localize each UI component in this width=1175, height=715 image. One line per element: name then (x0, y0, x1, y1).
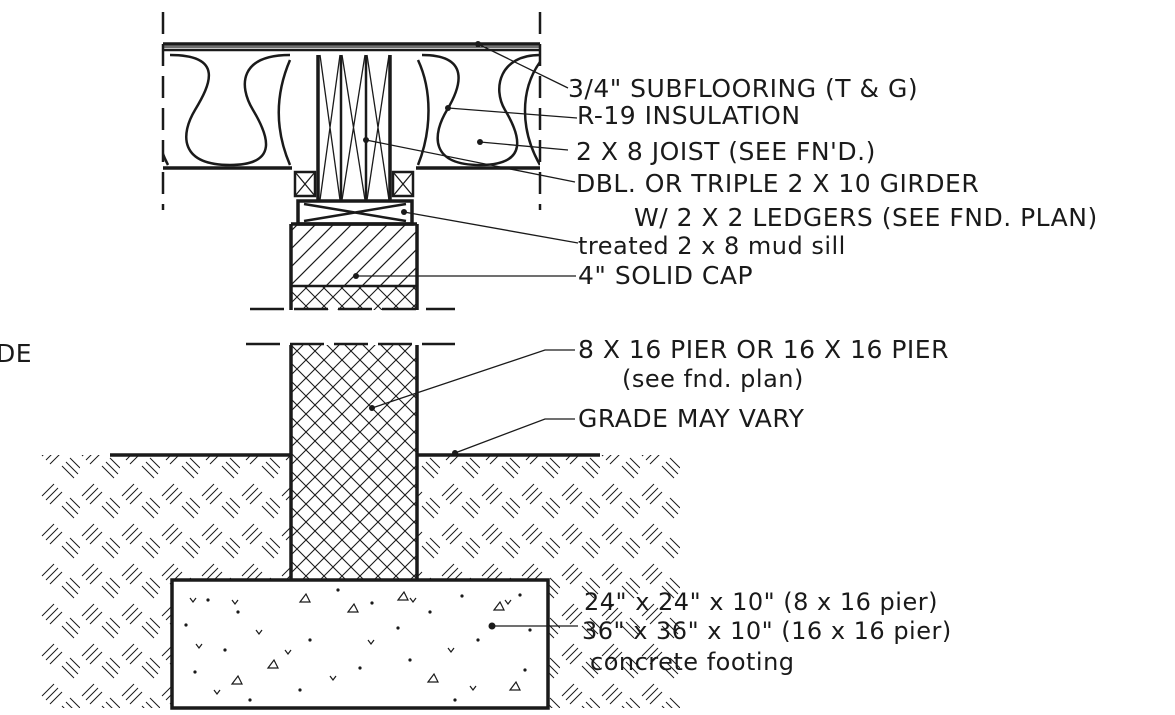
leader-subflooring (477, 43, 569, 89)
label-edge-fragment: DE (0, 339, 32, 368)
leader-lines (353, 41, 579, 630)
mud-sill (296, 199, 414, 226)
break-lines (246, 307, 455, 346)
girder (316, 54, 392, 201)
label-solid-cap: 4" SOLID CAP (578, 261, 753, 290)
label-footing-line2: 36" x 36" x 10" (16 x 16 pier) (582, 617, 952, 645)
label-joist: 2 X 8 JOIST (SEE FN'D.) (576, 137, 876, 166)
concrete-footing (170, 578, 550, 710)
label-girder-line1: DBL. OR TRIPLE 2 X 10 GIRDER (576, 169, 979, 198)
leader-grade (454, 418, 575, 454)
label-mud-sill: treated 2 x 8 mud sill (578, 232, 846, 260)
label-pier-line1: 8 X 16 PIER OR 16 X 16 PIER (578, 335, 949, 364)
pier (289, 345, 419, 580)
leader-girder (365, 139, 576, 183)
insulation-batts (163, 53, 540, 167)
leader-insulation (447, 107, 578, 119)
leader-pier (371, 349, 575, 409)
label-pier-line2: (see fnd. plan) (622, 365, 804, 393)
leader-joist (479, 141, 569, 151)
label-insulation: R-19 INSULATION (577, 101, 801, 130)
concrete-aggregate-marks (189, 590, 521, 695)
floor-system (161, 12, 542, 210)
label-subflooring: 3/4" SUBFLOORING (T & G) (568, 74, 918, 103)
solid-cap (289, 222, 419, 310)
ledger-right (391, 170, 415, 198)
callout-labels: 3/4" SUBFLOORING (T & G) R-19 INSULATION… (0, 74, 1098, 676)
label-footing-line1: 24" x 24" x 10" (8 x 16 pier) (584, 588, 938, 616)
label-girder-line2: W/ 2 X 2 LEDGERS (SEE FND. PLAN) (634, 203, 1098, 232)
label-footing-line3: concrete footing (590, 648, 795, 676)
label-grade: GRADE MAY VARY (578, 404, 805, 433)
ledger-left (293, 170, 317, 198)
leader-mud-sill (403, 211, 579, 244)
